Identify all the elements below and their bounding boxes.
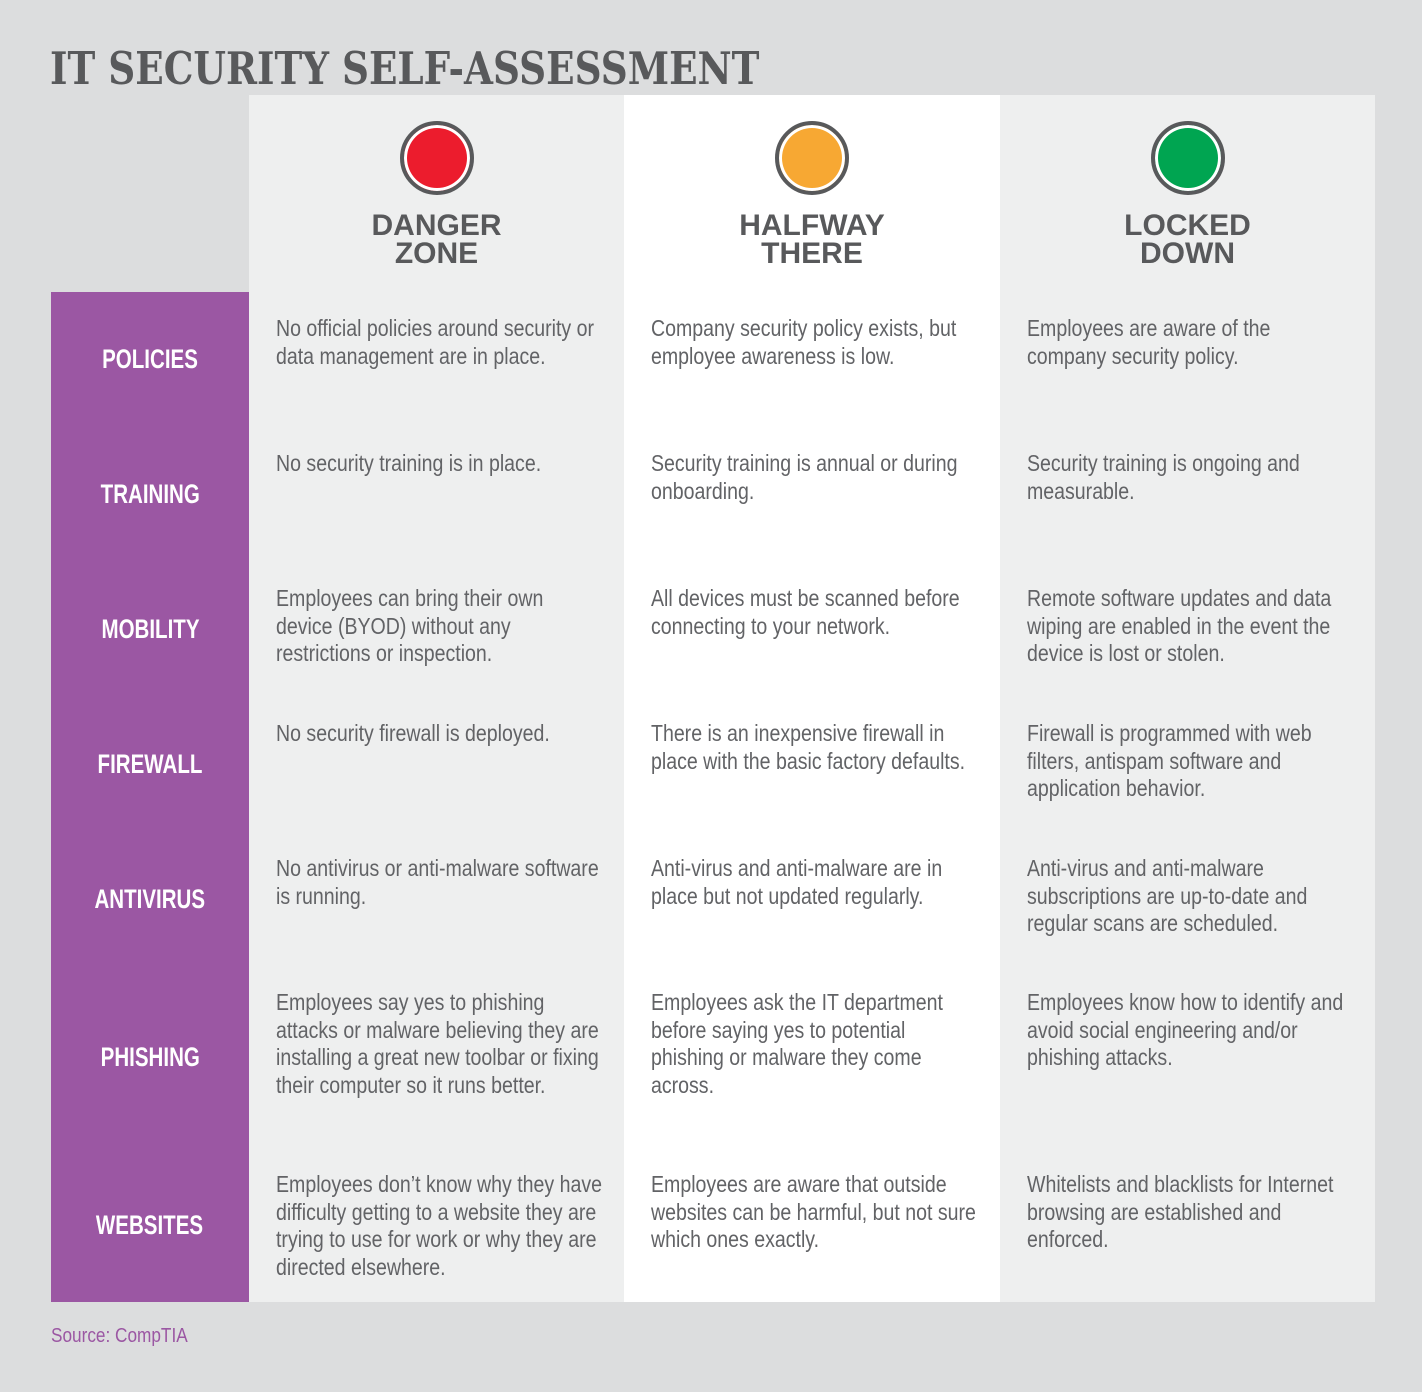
cell-firewall-halfway-there: There is an inexpensive firewall in plac… xyxy=(624,697,1000,832)
row-label-text: MOBILITY xyxy=(100,614,200,644)
cell-text: Firewall is programmed with web filters,… xyxy=(1027,720,1312,801)
row-label-text: WEBSITES xyxy=(96,1209,204,1240)
row-phishing: PHISHING Employees say yes to phishing a… xyxy=(51,966,1375,1148)
column-danger-zone: DANGER ZONE xyxy=(249,95,624,1302)
cell-text: Company security policy exists, but empl… xyxy=(651,315,957,369)
cell-text: Whitelists and blacklists for Internet b… xyxy=(1027,1171,1334,1252)
row-label-text: POLICIES xyxy=(102,344,198,374)
cell-phishing-locked-down: Employees know how to identify and avoid… xyxy=(1000,966,1375,1148)
column-locked-down: LOCKED DOWN xyxy=(1000,95,1375,1302)
cell-policies-danger-zone: No official policies around security or … xyxy=(249,292,624,427)
cell-text: Security training is annual or during on… xyxy=(651,450,958,504)
cell-text: Security training is ongoing and measura… xyxy=(1027,450,1300,504)
cell-websites-locked-down: Whitelists and blacklists for Internet b… xyxy=(1000,1148,1375,1302)
cell-text: Employees say yes to phishing attacks or… xyxy=(276,989,599,1098)
cell-text: Employees can bring their own device (BY… xyxy=(276,585,544,666)
cell-mobility-danger-zone: Employees can bring their own device (BY… xyxy=(249,562,624,697)
cell-phishing-danger-zone: Employees say yes to phishing attacks or… xyxy=(249,966,624,1148)
cell-text: No security firewall is deployed. xyxy=(276,720,550,746)
level-label-danger-zone: DANGER ZONE xyxy=(249,209,624,270)
level-label-line: THERE xyxy=(761,237,863,270)
cell-phishing-halfway-there: Employees ask the IT department before s… xyxy=(624,966,1000,1148)
cell-firewall-danger-zone: No security firewall is deployed. xyxy=(249,697,624,832)
row-label-policies: POLICIES xyxy=(51,292,249,427)
cell-text: No security training is in place. xyxy=(276,450,542,476)
cell-antivirus-danger-zone: No antivirus or anti-malware software is… xyxy=(249,832,624,966)
row-policies: POLICIES No official policies around sec… xyxy=(51,292,1375,427)
level-label-locked-down: LOCKED DOWN xyxy=(1000,209,1375,270)
row-label-antivirus: ANTIVIRUS xyxy=(51,832,249,966)
row-label-mobility: MOBILITY xyxy=(51,562,249,697)
row-label-text: ANTIVIRUS xyxy=(94,883,206,914)
cell-text: No antivirus or anti-malware software is… xyxy=(276,855,599,909)
level-label-line: DOWN xyxy=(1140,237,1235,270)
row-label-text: FIREWALL xyxy=(97,749,203,779)
row-antivirus: ANTIVIRUS No antivirus or anti-malware s… xyxy=(51,832,1375,966)
row-mobility: MOBILITY Employees can bring their own d… xyxy=(51,562,1375,697)
column-halfway-there: HALFWAY THERE xyxy=(624,95,1000,1302)
cell-text: Employees don’t know why they have diffi… xyxy=(276,1171,603,1280)
cell-text: Employees are aware of the company secur… xyxy=(1027,315,1271,369)
cell-text: No official policies around security or … xyxy=(276,315,595,369)
row-websites: WEBSITES Employees don’t know why they h… xyxy=(51,1148,1375,1302)
cell-text: There is an inexpensive firewall in plac… xyxy=(651,720,966,774)
row-training: TRAINING No security training is in plac… xyxy=(51,427,1375,562)
assessment-table: POLICIES No official policies around sec… xyxy=(51,292,1375,1302)
cell-training-halfway-there: Security training is annual or during on… xyxy=(624,427,1000,562)
red-status-circle-icon xyxy=(399,121,474,195)
row-label-text: TRAINING xyxy=(100,479,200,509)
cell-websites-danger-zone: Employees don’t know why they have diffi… xyxy=(249,1148,624,1302)
page-title: IT SECURITY SELF-ASSESSMENT xyxy=(50,42,760,95)
row-label-websites: WEBSITES xyxy=(51,1148,249,1302)
green-status-circle-icon xyxy=(1150,121,1225,195)
level-label-line: HALFWAY xyxy=(739,209,885,242)
cell-text: Anti-virus and anti-malware are in place… xyxy=(651,855,943,909)
cell-text: Employees know how to identify and avoid… xyxy=(1027,989,1344,1070)
cell-text: Anti-virus and anti-malware subscription… xyxy=(1027,855,1308,936)
cell-antivirus-halfway-there: Anti-virus and anti-malware are in place… xyxy=(624,832,1000,966)
cell-policies-locked-down: Employees are aware of the company secur… xyxy=(1000,292,1375,427)
row-label-phishing: PHISHING xyxy=(51,966,249,1148)
cell-training-locked-down: Security training is ongoing and measura… xyxy=(1000,427,1375,562)
orange-status-circle-icon xyxy=(775,121,849,195)
cell-firewall-locked-down: Firewall is programmed with web filters,… xyxy=(1000,697,1375,832)
cell-mobility-halfway-there: All devices must be scanned before conne… xyxy=(624,562,1000,697)
level-label-line: LOCKED xyxy=(1124,209,1251,242)
cell-policies-halfway-there: Company security policy exists, but empl… xyxy=(624,292,1000,427)
level-label-halfway-there: HALFWAY THERE xyxy=(624,209,1000,270)
row-label-text: PHISHING xyxy=(100,1041,200,1072)
cell-mobility-locked-down: Remote software updates and data wiping … xyxy=(1000,562,1375,697)
source-note: Source: CompTIA xyxy=(51,1325,188,1347)
row-label-training: TRAINING xyxy=(51,427,249,562)
cell-training-danger-zone: No security training is in place. xyxy=(249,427,624,562)
cell-text: All devices must be scanned before conne… xyxy=(651,585,960,639)
cell-text: Remote software updates and data wiping … xyxy=(1027,585,1332,666)
cell-websites-halfway-there: Employees are aware that outside website… xyxy=(624,1148,1000,1302)
row-firewall: FIREWALL No security firewall is deploye… xyxy=(51,697,1375,832)
cell-antivirus-locked-down: Anti-virus and anti-malware subscription… xyxy=(1000,832,1375,966)
row-label-firewall: FIREWALL xyxy=(51,697,249,832)
level-label-line: DANGER xyxy=(371,209,502,242)
cell-text: Employees are aware that outside website… xyxy=(651,1171,976,1252)
cell-text: Employees ask the IT department before s… xyxy=(651,989,943,1098)
level-label-line: ZONE xyxy=(394,237,479,270)
